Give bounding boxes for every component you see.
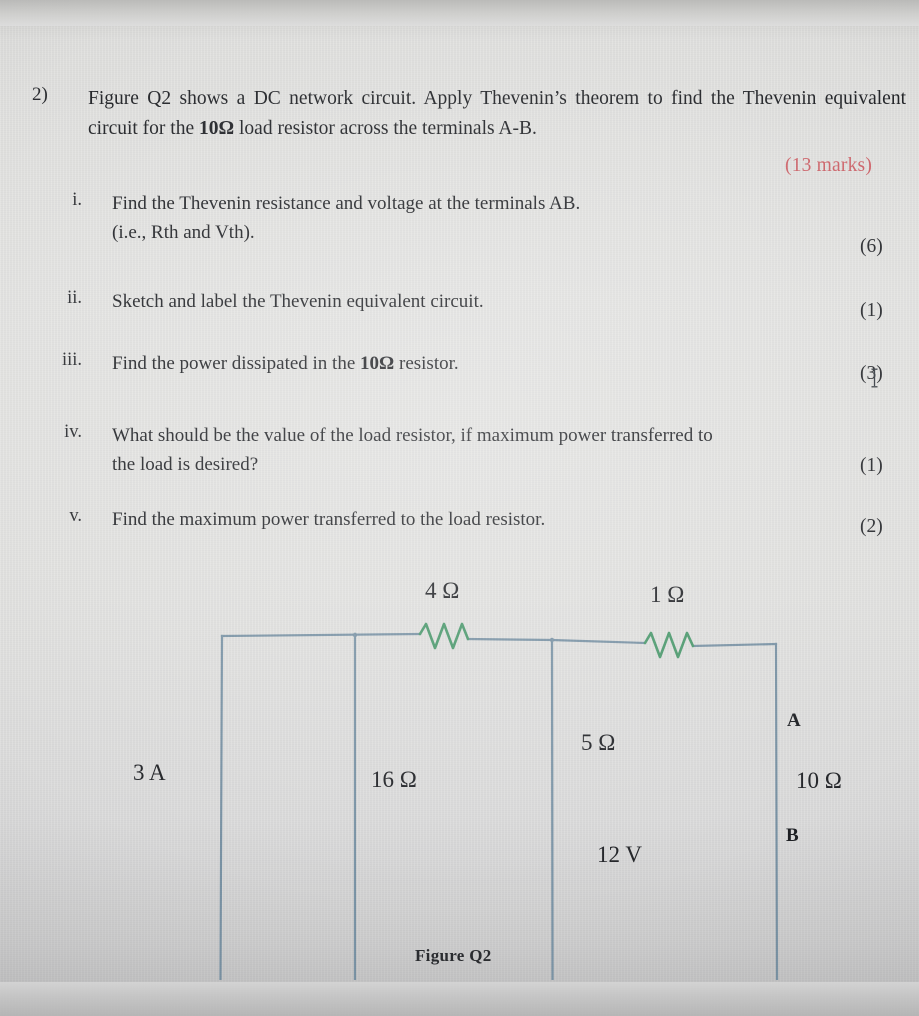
- subquestion-text-v: Find the maximum power transferred to th…: [112, 509, 546, 530]
- subquestion-text-i-line1: Find the Thevenin resistance and voltage…: [112, 193, 581, 214]
- subquestion-label-v: v.: [69, 506, 82, 526]
- label-terminal-b: B: [786, 825, 799, 846]
- subquestion-iii-post: resistor.: [394, 353, 459, 374]
- label-resistor-4-ohm: 4 Ω: [425, 578, 460, 603]
- circuit-resistors: [418, 622, 695, 659]
- subquestion-text-iv-line2: the load is desired?: [112, 454, 259, 475]
- circuit-svg: [219, 622, 779, 980]
- node-16-top: [352, 632, 358, 638]
- subquestion-label-ii: ii.: [67, 288, 82, 308]
- label-resistor-10-ohm: 10 Ω: [796, 768, 842, 793]
- figure-caption: Figure Q2: [415, 946, 492, 965]
- subquestion-label-i: i.: [72, 190, 82, 210]
- marks-ii: (1): [860, 300, 883, 321]
- wire-right-upper: [774, 642, 779, 980]
- subquestion-iii-pre: Find the power dissipated in the: [112, 353, 361, 374]
- subquestion-text-iv-line1: What should be the value of the load res…: [112, 425, 713, 446]
- wire-left-upper: [219, 634, 224, 980]
- wire-top-mid: [466, 637, 554, 642]
- label-terminal-a: A: [787, 710, 801, 731]
- label-voltage-source: 12 V: [597, 842, 642, 867]
- question-number: 2): [32, 84, 48, 105]
- question-body-bold: 10Ω: [199, 118, 235, 139]
- circuit-diagram: 4 Ω 1 Ω 16 Ω 5 Ω 10 Ω 3 A 12 V A B Figur…: [0, 560, 919, 980]
- wire-top-mid2: [550, 638, 647, 645]
- question-body-part1: Figure Q2 shows a DC network circuit. Ap…: [88, 88, 906, 139]
- subquestion-text-ii: Sketch and label the Thevenin equivalent…: [112, 291, 484, 312]
- subquestion-text-i-line2: (i.e., Rth and Vth).: [112, 222, 255, 243]
- marks-iv: (1): [860, 455, 883, 476]
- subquestion-text-iii: Find the power dissipated in the 10Ω res…: [112, 349, 812, 378]
- label-resistor-1-ohm: 1 Ω: [650, 582, 685, 607]
- marks-v: (2): [860, 516, 883, 537]
- total-marks: (13 marks): [785, 155, 873, 176]
- resistor-4-ohm-symbol: [418, 622, 470, 650]
- node-5-top: [549, 637, 555, 643]
- label-current-source: 3 A: [133, 760, 166, 785]
- label-resistor-5-ohm: 5 Ω: [581, 730, 616, 755]
- question-body-part2: load resistor across the terminals A-B.: [234, 118, 537, 139]
- marks-i: (6): [860, 236, 883, 257]
- wire-top-left: [220, 632, 422, 638]
- wire-5-top: [550, 638, 554, 980]
- question-body: Figure Q2 shows a DC network circuit. Ap…: [88, 84, 906, 144]
- wire-top-right: [691, 642, 778, 648]
- label-resistor-16-ohm: 16 Ω: [371, 767, 417, 792]
- subquestion-label-iv: iv.: [64, 422, 82, 442]
- subquestion-label-iii: iii.: [61, 350, 82, 370]
- circuit-nodes: [352, 632, 555, 643]
- marks-iii: (3): [860, 363, 883, 384]
- resistor-1-ohm-symbol: [643, 631, 695, 659]
- circuit-wires: [219, 632, 779, 980]
- subquestion-iii-bold: 10Ω: [360, 353, 395, 374]
